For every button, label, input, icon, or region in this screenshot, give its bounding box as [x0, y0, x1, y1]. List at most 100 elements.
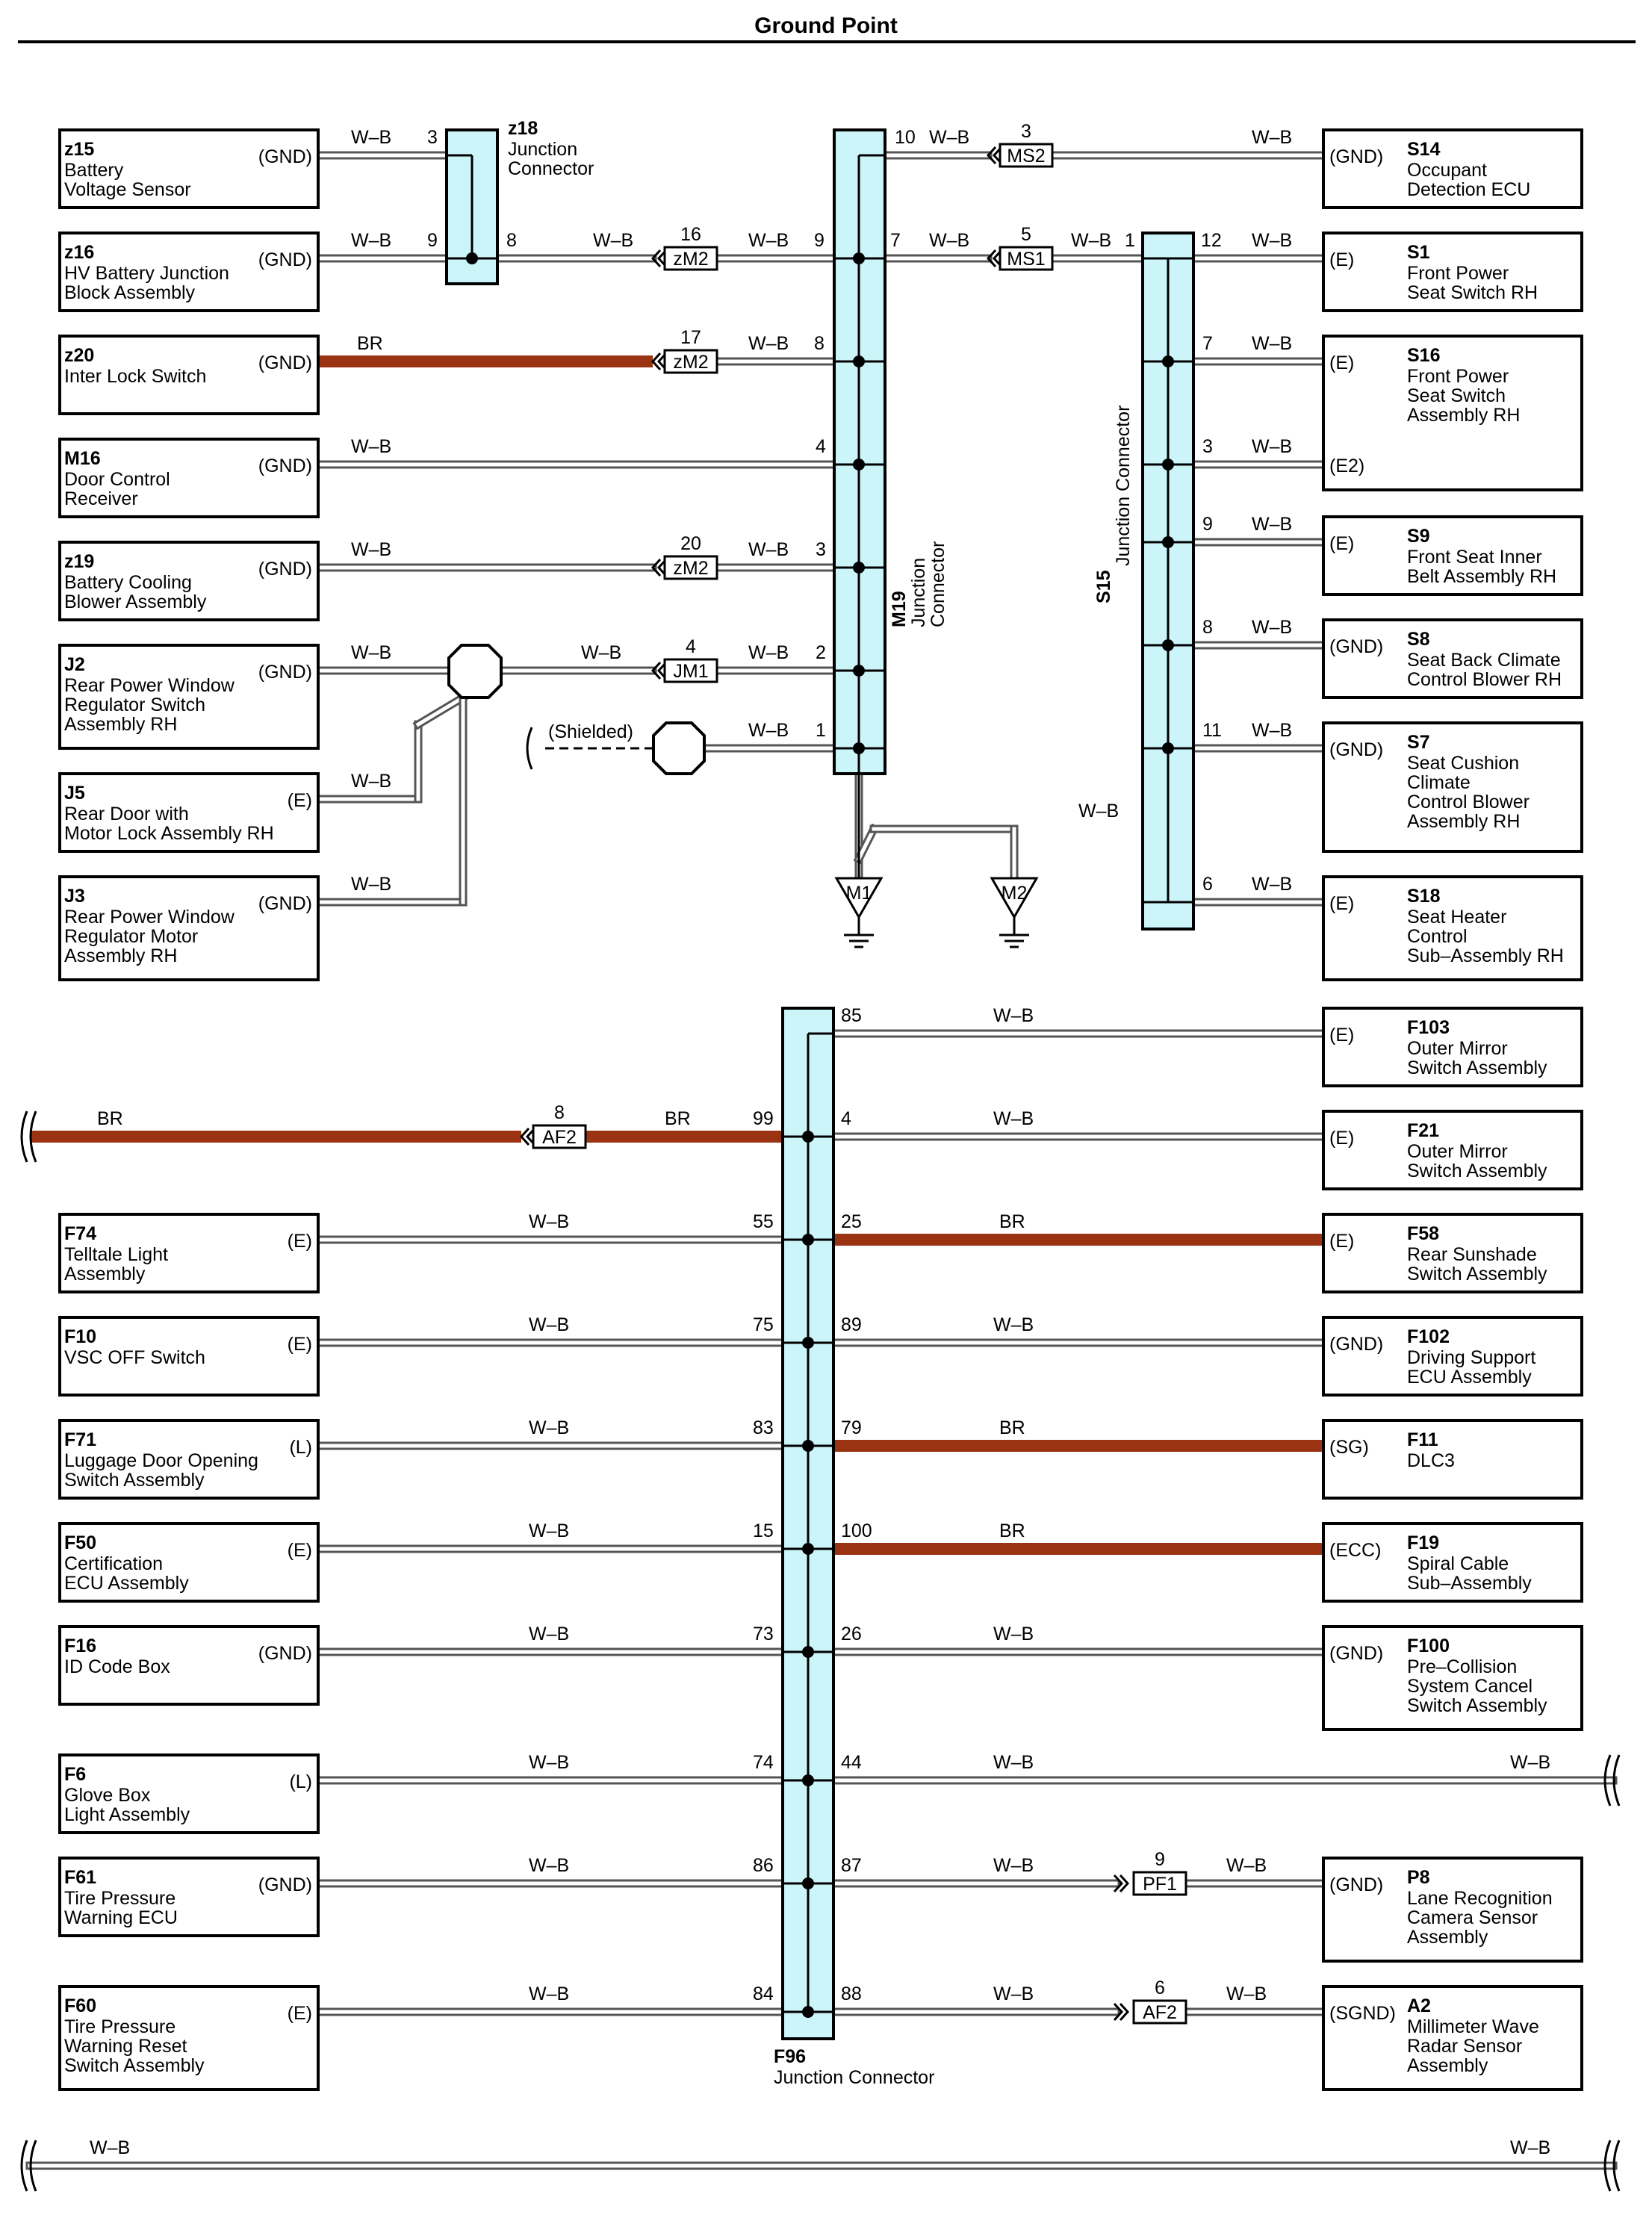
component-name-line: Door Control [64, 469, 170, 490]
component-name-line: Assembly RH [1407, 405, 1520, 426]
component-code: F11 [1407, 1429, 1438, 1450]
component-name-line: Switch Assembly [1407, 1161, 1547, 1181]
svg-text:F96: F96 [774, 2046, 806, 2067]
component-name-line: Rear Sunshade [1407, 1244, 1537, 1265]
component-name-line: DLC3 [1407, 1450, 1455, 1471]
component-name-line: Climate [1407, 772, 1471, 793]
component-name-line: Blower Assembly [64, 591, 207, 612]
component-name-line: Pre–Collision [1407, 1656, 1517, 1677]
wire-label-t87: W–B [993, 1984, 1034, 2004]
wire-label-t89: W–B [90, 2137, 130, 2158]
wire-label-t68: 100 [841, 1520, 872, 1541]
ground-m2: M2 [990, 877, 1038, 948]
wire-label-t34: W–B [1252, 230, 1292, 251]
component-pin: (SGND) [1329, 2003, 1396, 2024]
component-name-line: Belt Assembly RH [1407, 566, 1556, 587]
inline-connector-code: PF1 [1143, 1874, 1177, 1895]
wire-label-t75: 74 [753, 1752, 774, 1773]
component-name-line: Switch Assembly [1407, 1264, 1547, 1284]
component-pin: (GND) [258, 893, 312, 914]
wire-label-t20: 2 [816, 642, 826, 663]
component-name-line: Seat Switch RH [1407, 282, 1538, 303]
component-name-line: Rear Power Window [64, 907, 235, 928]
wire-label-t90: W–B [1510, 2137, 1550, 2158]
component-name-line: Outer Mirror [1407, 1141, 1508, 1162]
wire-label-t17: W–B [351, 642, 391, 663]
component-code: S7 [1407, 732, 1430, 753]
inline-connector-pin: 16 [680, 224, 701, 245]
component-pin: (GND) [1329, 146, 1383, 167]
wire-label-t32: W–B [1078, 801, 1119, 821]
component-name-line: Certification [64, 1553, 163, 1574]
component-name-line: System Cancel [1407, 1676, 1533, 1697]
component-code: z15 [64, 139, 94, 160]
component-code: z20 [64, 345, 94, 366]
wire-label-t58: W–B [529, 1314, 569, 1335]
component-pin: (L) [289, 1771, 312, 1792]
component-name-line: Control [1407, 926, 1468, 947]
wire-label-t02: 3 [427, 127, 438, 148]
svg-text:Junction: Junction [908, 558, 929, 627]
component-pin: (GND) [258, 146, 312, 167]
wire-label-t21: W–B [748, 720, 789, 741]
wire-label-t19: W–B [748, 642, 789, 663]
inline-connector-pin: 4 [686, 636, 696, 657]
component-name-line: Battery [64, 160, 124, 181]
inline-connector-pin: 3 [1021, 121, 1031, 142]
component-name-line: Outer Mirror [1407, 1038, 1508, 1059]
inline-connector-pin: 8 [554, 1102, 565, 1123]
wire-label-t06: W–B [593, 230, 633, 251]
component-pin: (GND) [258, 249, 312, 270]
component-name-line: Assembly [1407, 2055, 1488, 2076]
component-name-line: Control Blower RH [1407, 669, 1562, 690]
wire-label-t73: W–B [993, 1624, 1034, 1644]
wire-label-t82: W–B [993, 1855, 1034, 1876]
wire-label-t61: W–B [993, 1314, 1034, 1335]
component-code: F100 [1407, 1635, 1450, 1656]
inline-connector-code: MS1 [1007, 249, 1045, 270]
component-pin: (E) [288, 2003, 312, 2024]
component-code: F21 [1407, 1120, 1439, 1141]
junction-m19-label: M19 Junction Connector [889, 541, 948, 627]
component-pin: (GND) [1329, 1334, 1383, 1355]
component-pin: (E) [288, 790, 312, 811]
ground-m1: M1 [835, 877, 883, 948]
component-pin: (GND) [1329, 636, 1383, 657]
wires [20, 151, 1621, 2192]
component-code: S1 [1407, 242, 1430, 263]
wire-label-t24: W–B [351, 874, 391, 895]
shield-octagon [652, 721, 706, 775]
wire-label-t47: 85 [841, 1005, 862, 1026]
wire-label-t43: 11 [1202, 720, 1222, 741]
wire-label-t07: W–B [748, 230, 789, 251]
component-name-line: Switch Assembly [1407, 1057, 1547, 1078]
component-pin: (GND) [258, 662, 312, 683]
wire-label-t56: 25 [841, 1211, 862, 1232]
component-pin: (SG) [1329, 1437, 1369, 1458]
bus-lines [447, 154, 1193, 2018]
component-pin: (GND) [258, 456, 312, 476]
junction-s15-label: S15 Junction Connector [1093, 406, 1134, 603]
component-name-line: Lane Recognition [1407, 1888, 1553, 1909]
component-code: F60 [64, 1995, 96, 2016]
svg-text:Junction: Junction [508, 139, 577, 160]
component-name-line: Sub–Assembly RH [1407, 945, 1564, 966]
svg-text:Connector: Connector [928, 541, 948, 627]
wire-label-t37: 3 [1202, 436, 1213, 457]
component-name-line: Assembly [1407, 1927, 1488, 1948]
wire-label-t84: W–B [529, 1984, 569, 2004]
wire-label-t44: W–B [1252, 720, 1292, 741]
